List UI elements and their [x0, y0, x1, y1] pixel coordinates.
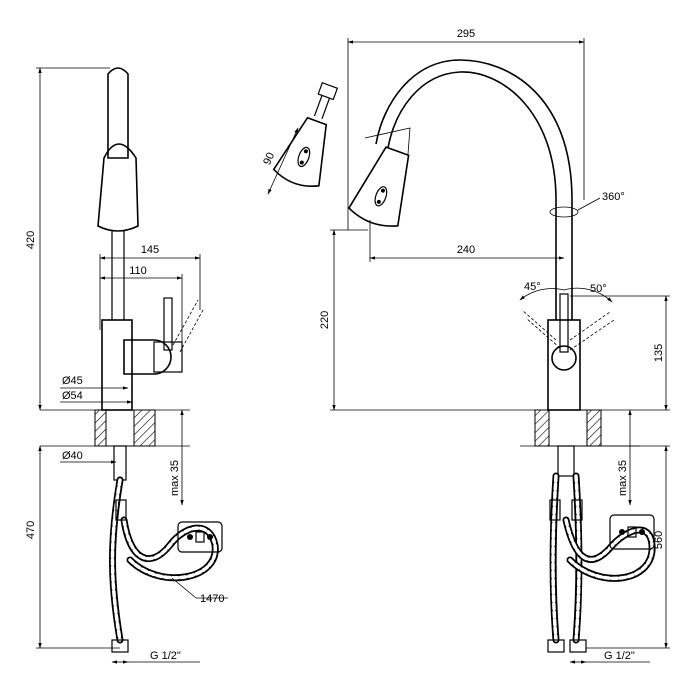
faucet-body-front [519, 287, 615, 411]
dim-560: 560 [653, 531, 665, 549]
dim-110: 110 [129, 265, 147, 277]
side-view: 420 145 110 Ø45 Ø54 Ø40 max 35 470 1470 [25, 67, 228, 664]
dim-thread-right: G 1/2" [604, 650, 635, 662]
dim-420: 420 [25, 231, 37, 249]
dim-thread-left: G 1/2" [150, 650, 181, 662]
dim-295: 295 [457, 28, 475, 40]
dim-dia54: Ø54 [62, 390, 83, 402]
dim-dia45: Ø45 [62, 375, 83, 387]
dim-50deg: 50° [590, 283, 607, 295]
front-view: 295 240 220 135 360° 45° 50° max 35 560 … [319, 28, 670, 664]
dim-dia40: Ø40 [62, 450, 83, 462]
front-view-dimensions: 295 240 220 135 360° 45° 50° max 35 560 … [319, 28, 670, 664]
spray-head-detail [272, 81, 339, 188]
spray-head-front [347, 146, 410, 227]
dim-1470: 1470 [200, 593, 224, 605]
dim-max35-left: max 35 [169, 460, 181, 496]
dim-360: 360° [602, 191, 625, 203]
side-view-dimensions: 420 145 110 Ø45 Ø54 Ø40 max 35 470 1470 [25, 67, 228, 664]
dim-470: 470 [25, 521, 37, 539]
dim-220: 220 [319, 311, 331, 329]
hoses-side [109, 445, 223, 653]
dim-45deg: 45° [524, 281, 541, 293]
faucet-body-side [97, 67, 204, 411]
hoses-front [547, 445, 656, 653]
dim-max35-right: max 35 [617, 460, 629, 496]
dim-145: 145 [141, 244, 159, 256]
dim-240: 240 [457, 244, 475, 256]
gooseneck-spout [375, 59, 579, 320]
dim-90: 90 [261, 151, 277, 167]
dim-135: 135 [653, 344, 665, 362]
